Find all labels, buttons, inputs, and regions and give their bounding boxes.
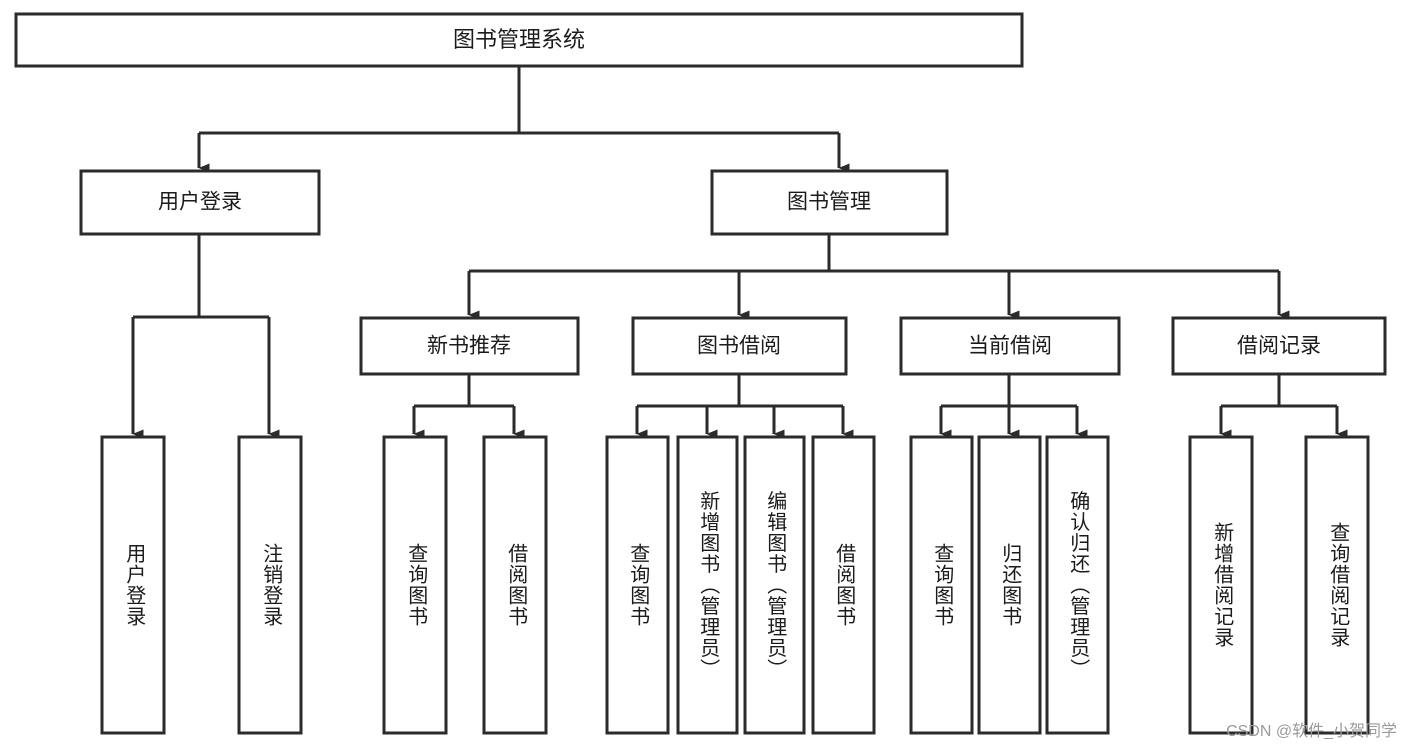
edges-user-login-to-leaves	[131, 234, 280, 439]
node-new-book-recommend-label: 新书推荐	[427, 335, 511, 358]
node-leaf-edit-book[interactable]: 编辑图书（管理员）	[743, 435, 806, 735]
edges-new-book-to-leaves	[412, 374, 525, 439]
node-current-borrow-box[interactable]	[899, 316, 1121, 376]
node-user-login-label: 用户登录	[158, 191, 242, 214]
node-leaf-add-book[interactable]: 新增图书（管理员）	[676, 435, 739, 735]
node-leaf-query-book-2-box[interactable]	[605, 435, 670, 735]
node-borrow-record-label: 借阅记录	[1237, 335, 1321, 358]
edges-borrow-record-to-leaves	[1219, 374, 1348, 439]
edges-root-to-level2	[197, 66, 850, 173]
node-leaf-add-book-label: 新增图书（管理员）	[697, 490, 720, 679]
node-leaf-return-book-box[interactable]	[977, 435, 1042, 735]
node-leaf-borrow-book-1-box[interactable]	[482, 435, 548, 735]
node-book-manage-label: 图书管理	[787, 191, 871, 214]
node-leaf-query-book-2[interactable]: 查询图书	[605, 435, 670, 735]
node-leaf-user-login-box[interactable]	[100, 435, 166, 735]
node-current-borrow-label: 当前借阅	[968, 335, 1052, 358]
node-book-manage-box[interactable]	[710, 169, 949, 236]
node-leaf-edit-book-box[interactable]	[743, 435, 806, 735]
node-leaf-query-book-1-label: 查询图书	[405, 543, 428, 627]
node-leaf-query-book-1-box[interactable]	[382, 435, 448, 735]
node-leaf-user-logout[interactable]: 注销登录	[237, 435, 303, 735]
node-leaf-borrow-book-2-label: 借阅图书	[833, 543, 856, 627]
node-leaf-borrow-book-2-box[interactable]	[811, 435, 876, 735]
node-leaf-query-record[interactable]: 查询借阅记录	[1304, 435, 1370, 735]
node-leaf-borrow-book-1[interactable]: 借阅图书	[482, 435, 548, 735]
node-leaf-confirm-return[interactable]: 确认归还（管理员）	[1045, 435, 1110, 735]
node-leaf-user-login[interactable]: 用户登录	[100, 435, 166, 735]
node-leaf-borrow-book-1-label: 借阅图书	[505, 543, 528, 627]
node-root-box[interactable]	[14, 12, 1024, 68]
node-leaf-add-record[interactable]: 新增借阅记录	[1188, 435, 1254, 735]
node-leaf-return-book-label: 归还图书	[999, 543, 1022, 627]
node-leaf-add-record-box[interactable]	[1188, 435, 1254, 735]
node-leaf-user-login-label: 用户登录	[123, 543, 146, 627]
node-book-borrow[interactable]: 图书借阅	[631, 316, 848, 376]
node-book-borrow-box[interactable]	[631, 316, 848, 376]
node-leaf-add-book-box[interactable]	[676, 435, 739, 735]
node-borrow-record-box[interactable]	[1171, 316, 1387, 376]
node-borrow-record[interactable]: 借阅记录	[1171, 316, 1387, 376]
node-leaf-query-book-3-label: 查询图书	[931, 543, 954, 627]
node-leaf-user-logout-label: 注销登录	[260, 543, 283, 627]
node-leaf-query-record-label: 查询借阅记录	[1327, 522, 1350, 648]
node-leaf-confirm-return-box[interactable]	[1045, 435, 1110, 735]
node-root-label: 图书管理系统	[453, 27, 585, 52]
node-root[interactable]: 图书管理系统	[14, 12, 1024, 68]
node-book-borrow-label: 图书借阅	[697, 335, 781, 358]
node-leaf-query-book-3-box[interactable]	[909, 435, 974, 735]
node-leaf-query-book-1[interactable]: 查询图书	[382, 435, 448, 735]
node-current-borrow[interactable]: 当前借阅	[899, 316, 1121, 376]
node-leaf-user-logout-box[interactable]	[237, 435, 303, 735]
edges-book-borrow-to-leaves	[635, 374, 854, 439]
node-leaf-query-book-2-label: 查询图书	[627, 543, 650, 627]
node-leaf-edit-book-label: 编辑图书（管理员）	[764, 490, 787, 679]
node-book-manage[interactable]: 图书管理	[710, 169, 949, 236]
node-new-book-recommend[interactable]: 新书推荐	[359, 316, 580, 376]
edges-book-manage-to-level3	[467, 234, 1290, 320]
node-leaf-confirm-return-label: 确认归还（管理员）	[1067, 490, 1090, 679]
edges-current-borrow-to-leaves	[939, 374, 1088, 439]
node-leaf-query-book-3[interactable]: 查询图书	[909, 435, 974, 735]
node-leaf-return-book[interactable]: 归还图书	[977, 435, 1042, 735]
node-leaf-borrow-book-2[interactable]: 借阅图书	[811, 435, 876, 735]
node-leaf-add-record-label: 新增借阅记录	[1211, 522, 1234, 648]
node-user-login[interactable]: 用户登录	[79, 169, 321, 236]
node-user-login-box[interactable]	[79, 169, 321, 236]
node-new-book-recommend-box[interactable]	[359, 316, 580, 376]
node-leaf-query-record-box[interactable]	[1304, 435, 1370, 735]
